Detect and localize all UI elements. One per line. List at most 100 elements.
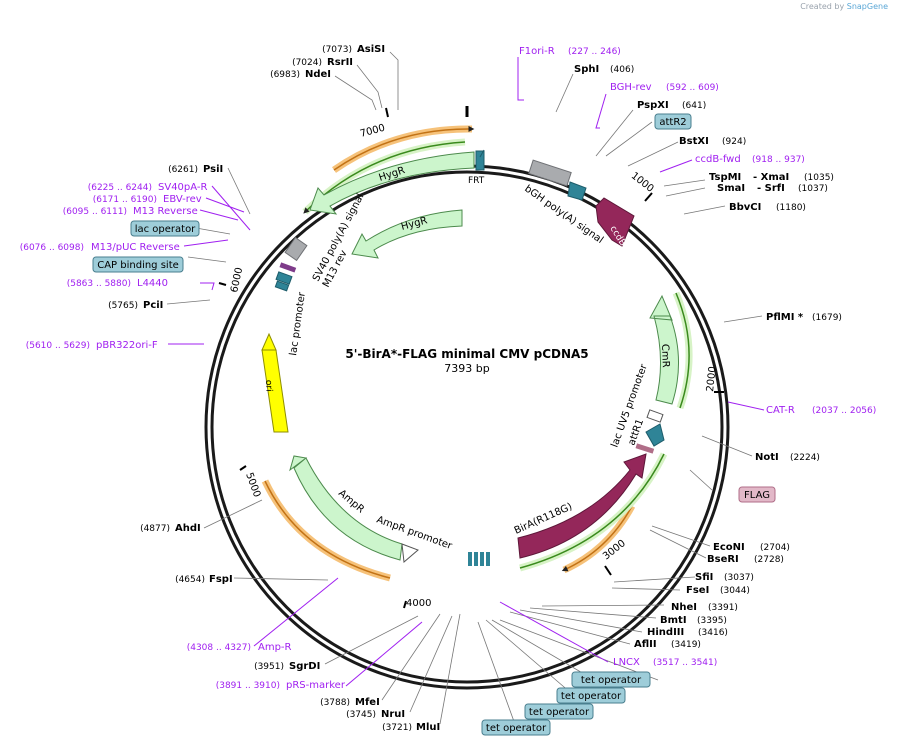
enzyme-econi-pos: (2704) — [760, 543, 790, 553]
box-tet-operator-1: tet operator — [581, 675, 642, 686]
bira-arrow — [517, 453, 647, 559]
primer-m13rev-name: M13 Reverse — [133, 206, 198, 217]
enzyme-bseri-pos: (2728) — [754, 555, 784, 565]
enzyme-asisi-name: AsiSI — [357, 44, 385, 55]
primer-m13rev-pos: (6095 .. 6111) — [63, 207, 127, 217]
cap-site-block — [279, 262, 297, 273]
primer-l4440-pos: (5863 .. 5880) — [67, 279, 131, 289]
primer-sv40pa-pos: (6225 .. 6244) — [88, 183, 152, 193]
enzyme-pspxi-name: PspXI — [637, 100, 669, 111]
frt-label: FRT — [468, 176, 485, 186]
ori-label: ori — [263, 380, 273, 392]
enzyme-mfei-pos: (3788) — [320, 698, 350, 708]
enzyme-econi-name: EcoNI — [713, 542, 745, 553]
primer-ccdb-pos: (918 .. 937) — [752, 155, 805, 165]
enzyme-pcii-pos: (5765) — [108, 301, 138, 311]
tick-4000: 4000 — [406, 598, 431, 609]
primer-f1ori-name: F1ori-R — [519, 46, 555, 57]
box-flag: FLAG — [744, 490, 770, 501]
enzyme-pspxi-pos: (641) — [682, 101, 706, 111]
enzyme-bseri-name: BseRI — [707, 554, 739, 565]
enzyme-bmti-name: BmtI — [660, 615, 687, 626]
enzyme-sgrdi-pos: (3951) — [254, 662, 284, 672]
enzyme-nrui-name: NruI — [381, 709, 405, 720]
ampr-arrow — [289, 455, 403, 561]
primer-prs-name: pRS-marker — [286, 680, 346, 691]
enzyme-bstxi-name: BstXI — [679, 136, 709, 147]
primer-pbr-pos: (5610 .. 5629) — [26, 341, 90, 351]
enzyme-mlui-pos: (3721) — [382, 723, 412, 733]
enzyme-pflmi-pos: (1679) — [812, 313, 842, 323]
primer-m13puc-pos: (6076 .. 6098) — [20, 243, 84, 253]
enzyme-bstxi-pos: (924) — [722, 137, 746, 147]
primer-m13puc-name: M13/pUC Reverse — [91, 242, 180, 253]
primer-f1ori-pos: (227 .. 246) — [568, 47, 621, 57]
bgh-label: bGH poly(A) signal — [522, 183, 605, 246]
box-lac-operator: lac operator — [135, 224, 196, 235]
lac-operator-block — [275, 271, 293, 285]
watermark-prefix: Created by — [800, 2, 845, 11]
enzyme-mlui-name: MluI — [416, 722, 440, 733]
enzyme-psii-name: PsiI — [203, 164, 223, 175]
enzyme-psii-pos: (6261) — [168, 165, 198, 175]
enzyme-hindiii-pos: (3416) — [698, 628, 728, 638]
primer-labels: F1ori-R (227 .. 246) BGH-rev (592 .. 609… — [20, 46, 877, 691]
bgh-arrow — [567, 181, 587, 201]
map-title: 5'-BirA*-FLAG minimal CMV pCDNA5 — [345, 347, 588, 361]
enzyme-nrui-pos: (3745) — [346, 710, 376, 720]
tet-operator-blocks — [468, 552, 490, 566]
enzyme-pcii-name: PciI — [143, 300, 163, 311]
enzyme-sphi-name: SphI — [574, 64, 599, 75]
enzyme-pflmi-name: PflMI * — [766, 312, 804, 323]
sv40-polya-block — [284, 236, 308, 262]
snapgene-watermark: Created by SnapGene — [800, 2, 888, 11]
lac-promoter-left-label: lac promoter — [288, 291, 308, 357]
enzyme-fsei-name: FseI — [686, 585, 709, 596]
ccdb-arrow — [595, 197, 635, 247]
enzyme-nhei-pos: (3391) — [708, 603, 738, 613]
enzyme-bbvci-name: BbvCI — [729, 202, 761, 213]
attr1-arrow — [645, 423, 665, 447]
primer-l4440-name: L4440 — [137, 278, 168, 289]
box-tet-operator-2: tet operator — [561, 691, 622, 702]
cmr-label: CmR — [659, 344, 671, 368]
cmr-arrow — [649, 294, 679, 405]
enzyme-fspi-pos: (4654) — [175, 575, 205, 585]
primer-sv40pa-name: SV40pA-R — [158, 182, 207, 193]
flag-block — [635, 443, 655, 454]
bgh-polya-block — [528, 159, 572, 187]
enzyme-srfi-name: - SrfI — [757, 183, 785, 194]
box-cap-binding: CAP binding site — [97, 260, 179, 271]
primer-lncx-pos: (3517 .. 3541) — [653, 658, 717, 668]
hygr-outer-arrow — [309, 151, 475, 215]
primer-ampr-pos: (4308 .. 4327) — [187, 643, 251, 653]
enzyme-smai-pos: (1037) — [798, 184, 828, 194]
enzyme-sphi-pos: (406) — [610, 65, 634, 75]
ori-arrow — [261, 332, 289, 433]
enzyme-fspi-name: FspI — [209, 574, 233, 585]
enzyme-rsrii-name: RsrII — [327, 57, 353, 68]
tick-1000: 1000 — [629, 170, 656, 194]
enzyme-ndei-pos: (6983) — [270, 70, 300, 80]
enzyme-nhei-name: NheI — [671, 602, 697, 613]
primer-ebv-name: EBV-rev — [163, 194, 202, 205]
leader-lines — [166, 51, 763, 728]
enzyme-ahdi-name: AhdI — [175, 523, 201, 534]
primer-bgh-name: BGH-rev — [610, 82, 652, 93]
frt-arrow — [475, 149, 485, 171]
lacuv5-block — [646, 409, 664, 423]
ampr-promoter-arrow — [401, 543, 419, 563]
primer-bgh-pos: (592 .. 609) — [666, 83, 719, 93]
enzyme-aflii-name: AflII — [634, 639, 657, 650]
tick-2000: 2000 — [705, 366, 719, 392]
primer-lncx-name: LNCX — [613, 657, 640, 668]
enzyme-aflii-pos: (3419) — [671, 640, 701, 650]
enzyme-noti-pos: (2224) — [790, 453, 820, 463]
enzyme-asisi-pos: (7073) — [322, 45, 352, 55]
enzyme-ahdi-pos: (4877) — [140, 524, 170, 534]
primer-lines — [168, 57, 765, 687]
enzyme-sfii-pos: (3037) — [724, 573, 754, 583]
primer-ampr-name: Amp-R — [258, 642, 292, 653]
enzyme-hindiii-name: HindIII — [647, 627, 684, 638]
